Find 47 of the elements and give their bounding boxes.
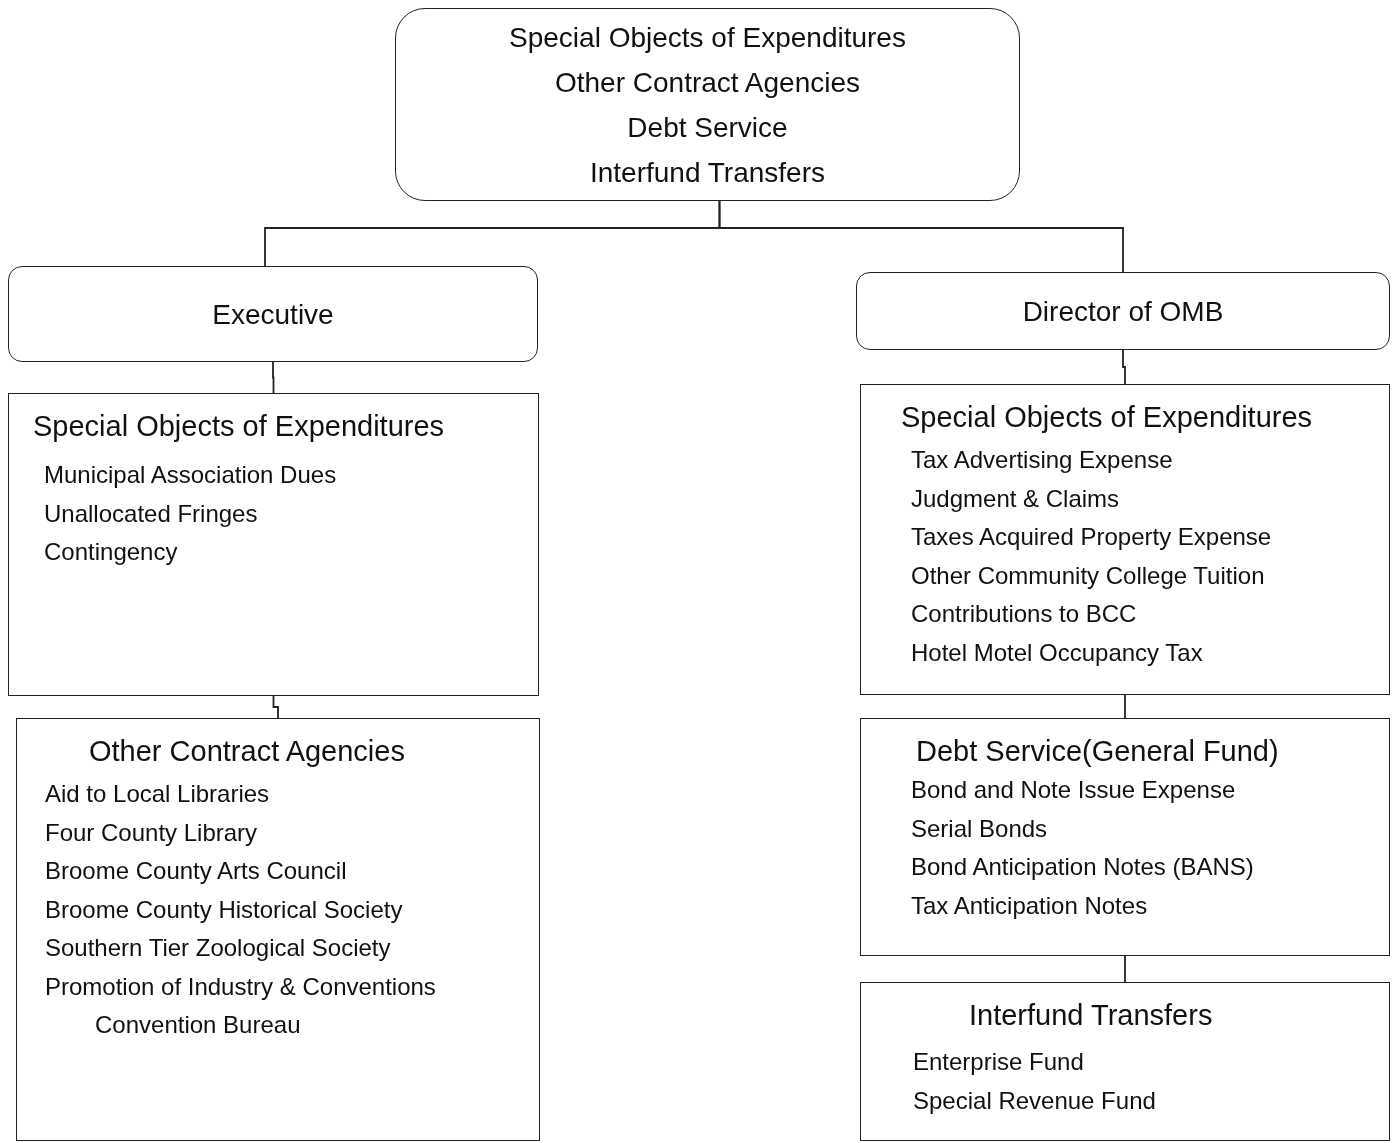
box-title: Debt Service xyxy=(627,110,788,145)
connector-line xyxy=(272,361,275,394)
list-item: Convention Bureau xyxy=(94,1010,302,1040)
list-item: Contributions to BCC xyxy=(910,599,1138,629)
list-item: Tax Advertising Expense xyxy=(910,445,1174,475)
category-box xyxy=(8,393,539,696)
connector-line xyxy=(1124,694,1126,719)
section-heading: Other Contract Agencies xyxy=(88,734,406,769)
connector-line xyxy=(1124,955,1126,983)
box-title: Other Contract Agencies xyxy=(554,65,860,100)
list-item: Contingency xyxy=(43,537,179,567)
list-item: Four County Library xyxy=(44,817,259,848)
list-item: Hotel Motel Occupancy Tax xyxy=(910,637,1204,668)
list-item: Serial Bonds xyxy=(910,813,1049,844)
category-box xyxy=(860,982,1390,1141)
list-item: Promotion of Industry & Conventions xyxy=(44,971,437,1002)
rounded-box xyxy=(395,8,1020,201)
list-item: Bond Anticipation Notes (BANS) xyxy=(910,852,1255,882)
section-heading: Special Objects of Expenditures xyxy=(900,400,1314,435)
list-item: Other Community College Tuition xyxy=(910,560,1266,591)
list-item: Judgment & Claims xyxy=(910,483,1121,514)
connector-line xyxy=(1122,349,1126,385)
list-item: Unallocated Fringes xyxy=(43,498,259,529)
list-item: Enterprise Fund xyxy=(912,1047,1085,1077)
list-item: Bond and Note Issue Expense xyxy=(910,775,1237,805)
section-heading: Debt Service(General Fund) xyxy=(915,734,1280,769)
list-item: Southern Tier Zoological Society xyxy=(44,933,392,963)
rounded-box xyxy=(8,266,538,362)
list-item: Taxes Acquired Property Expense xyxy=(910,522,1273,552)
box-title: Interfund Transfers xyxy=(590,155,825,190)
section-heading: Interfund Transfers xyxy=(968,998,1214,1033)
list-item: Broome County Arts Council xyxy=(44,856,348,886)
list-item: Broome County Historical Society xyxy=(44,894,404,925)
connector-line xyxy=(272,695,279,719)
list-item: Special Revenue Fund xyxy=(912,1085,1157,1116)
list-item: Aid to Local Libraries xyxy=(44,779,271,809)
connector-line xyxy=(718,200,1124,273)
rounded-box xyxy=(856,272,1390,350)
category-box xyxy=(16,718,540,1141)
category-box xyxy=(860,384,1390,695)
list-item: Tax Anticipation Notes xyxy=(910,890,1149,921)
section-heading: Special Objects of Expenditures xyxy=(32,409,446,444)
box-title: Executive xyxy=(212,297,334,332)
list-item: Municipal Association Dues xyxy=(43,460,338,490)
box-title: Director of OMB xyxy=(1022,294,1224,329)
category-box xyxy=(860,718,1390,956)
box-title: Special Objects of Expenditures xyxy=(509,20,906,55)
